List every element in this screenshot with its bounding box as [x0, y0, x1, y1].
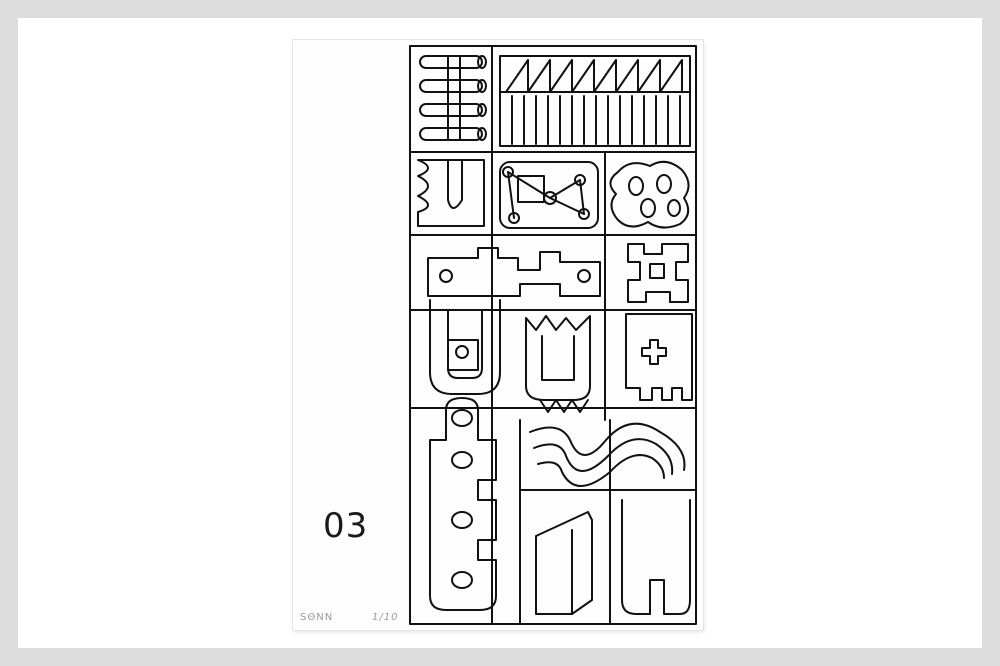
extruded-bar: [535, 511, 593, 615]
bead-column: [429, 397, 497, 611]
edition-size: 1/10: [372, 612, 399, 623]
wavy-comb-shape: [417, 159, 485, 227]
castle-block: [427, 247, 601, 297]
cylinder-stack: [419, 55, 487, 141]
print-paper: [293, 40, 703, 630]
edition-number: 03: [323, 506, 369, 546]
network-shape: [499, 161, 599, 229]
gate-shape: [625, 313, 693, 401]
sawtooth-stripes: [499, 55, 691, 147]
wave-ribbon: [529, 422, 686, 487]
arch-column: [621, 499, 691, 615]
cross-tower: [627, 243, 689, 303]
blob-shape: [609, 160, 690, 229]
fang-row: [539, 399, 589, 413]
artist-signature: SΘNN: [300, 612, 334, 623]
grid-border: [409, 45, 697, 625]
u-shapes: [429, 299, 591, 401]
